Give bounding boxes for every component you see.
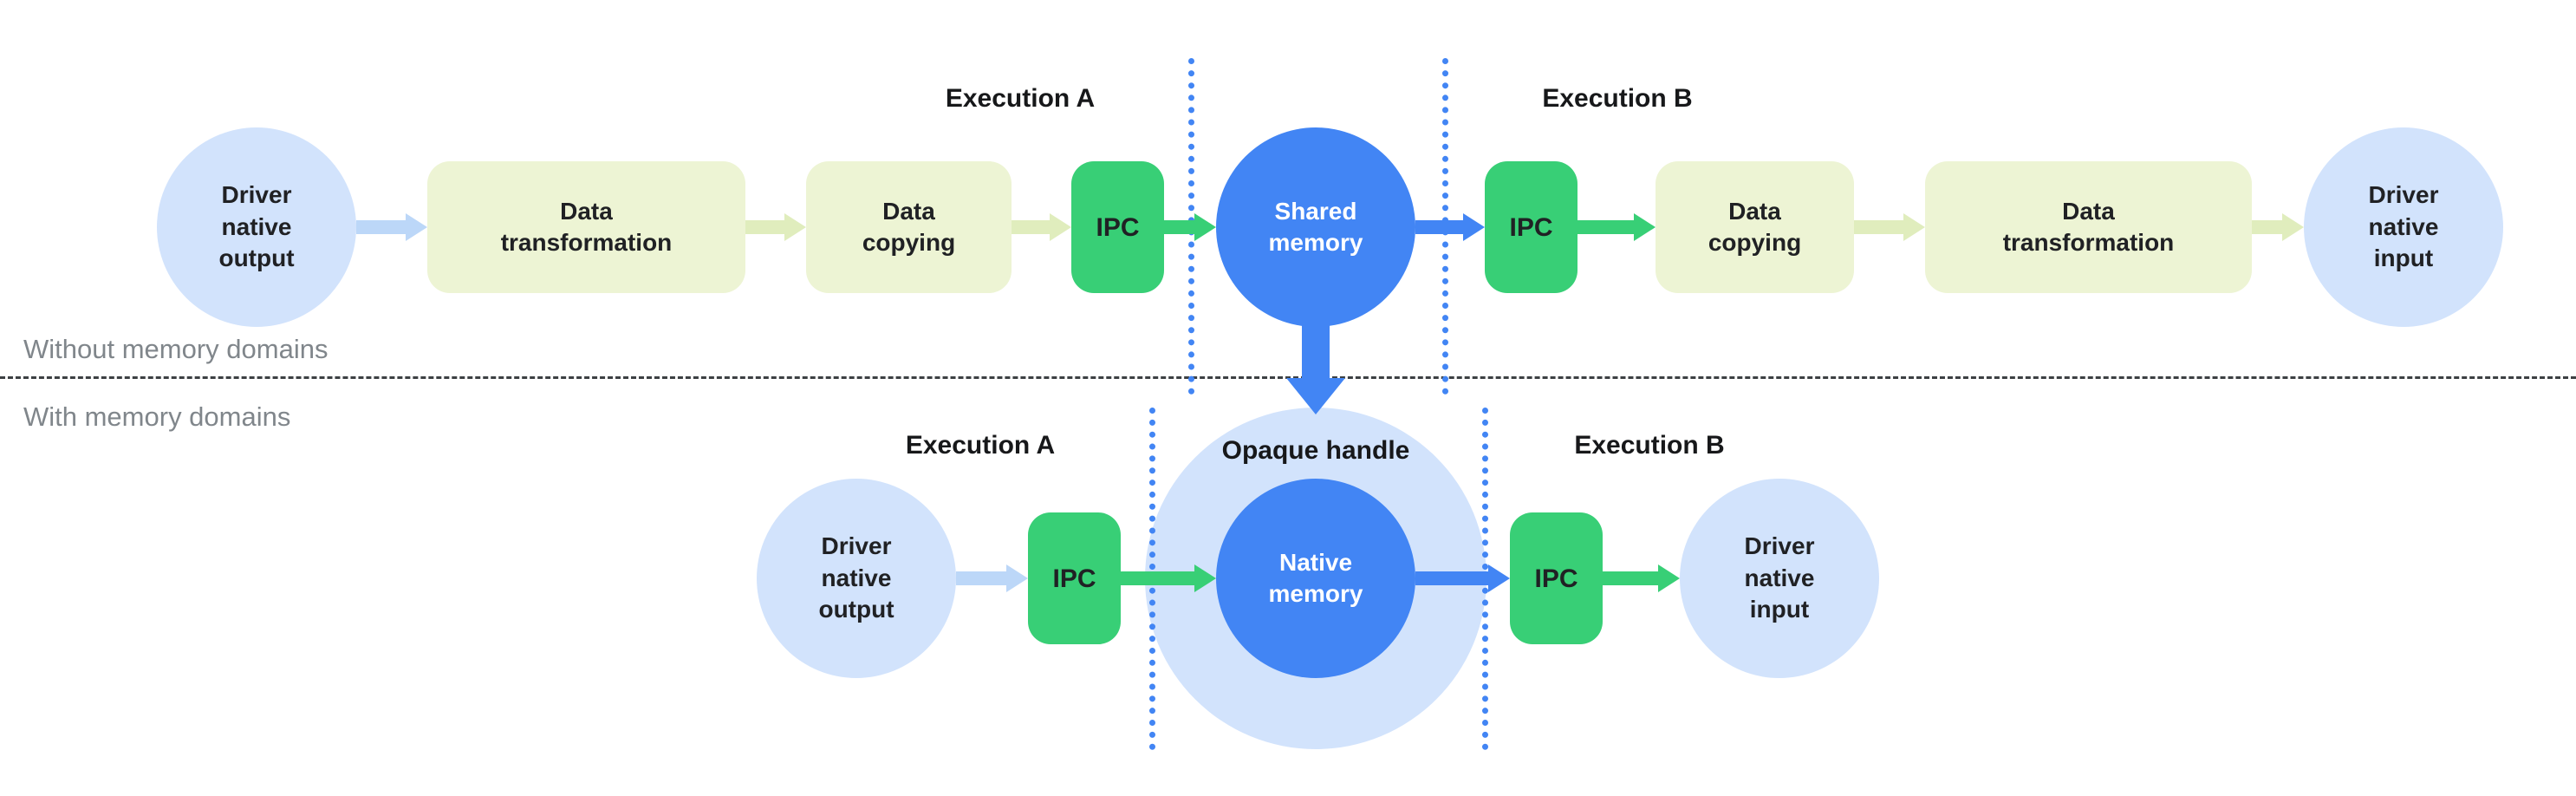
arrow-right-icon [1415,564,1510,592]
node-label: Driver native output [218,181,295,272]
node-label: IPC [1534,564,1578,593]
node-label: Data transformation [2002,197,2175,256]
node-data-transformation-left: Data transformation [427,161,745,293]
arrow-right-icon [1603,564,1680,592]
arrow-right-icon [1164,213,1216,241]
node-driver-native-output-top: Driver native output [157,127,356,327]
node-native-memory: Native memory [1216,479,1415,678]
node-label: Data transformation [500,197,673,256]
section-label-with-memory-domains: With memory domains [23,401,291,432]
arrow-right-icon [1415,213,1485,241]
arrow-right-icon [956,564,1028,592]
node-driver-native-input-bottom: Driver native input [1680,479,1879,678]
node-ipc-left-top: IPC [1071,161,1164,293]
node-data-copying-left: Data copying [806,161,1012,293]
node-ipc-left-bottom: IPC [1028,512,1121,644]
node-label: IPC [1509,212,1553,242]
arrow-right-icon [1577,213,1656,241]
execution-b-label-bottom: Execution B [1574,431,1725,460]
node-label: Data copying [862,197,956,256]
node-label: IPC [1096,212,1140,242]
opaque-handle-label: Opaque handle [1221,436,1410,465]
arrow-right-icon [2252,213,2304,241]
arrow-down-icon [1302,323,1330,378]
node-ipc-right-top: IPC [1485,161,1577,293]
node-label: IPC [1052,564,1096,593]
node-ipc-right-bottom: IPC [1510,512,1603,644]
arrow-right-icon [745,213,806,241]
execution-a-label-bottom: Execution A [905,431,1056,460]
arrow-right-icon [356,213,427,241]
arrow-right-icon [1121,564,1216,592]
arrow-right-icon [1012,213,1071,241]
section-label-without-memory-domains: Without memory domains [23,334,329,364]
node-label: Driver native input [1744,532,1815,623]
node-shared-memory: Shared memory [1216,127,1415,327]
node-label: Native memory [1268,548,1363,607]
node-driver-native-output-bottom: Driver native output [757,479,956,678]
arrow-right-icon [1854,213,1925,241]
node-driver-native-input-top: Driver native input [2304,127,2503,327]
execution-b-label-top: Execution B [1542,84,1693,113]
node-data-transformation-right: Data transformation [1925,161,2252,293]
node-label: Driver native output [818,532,894,623]
node-data-copying-right: Data copying [1656,161,1854,293]
node-label: Shared memory [1268,197,1363,256]
node-label: Data copying [1708,197,1802,256]
execution-a-label-top: Execution A [945,84,1096,113]
node-label: Driver native input [2368,181,2439,272]
